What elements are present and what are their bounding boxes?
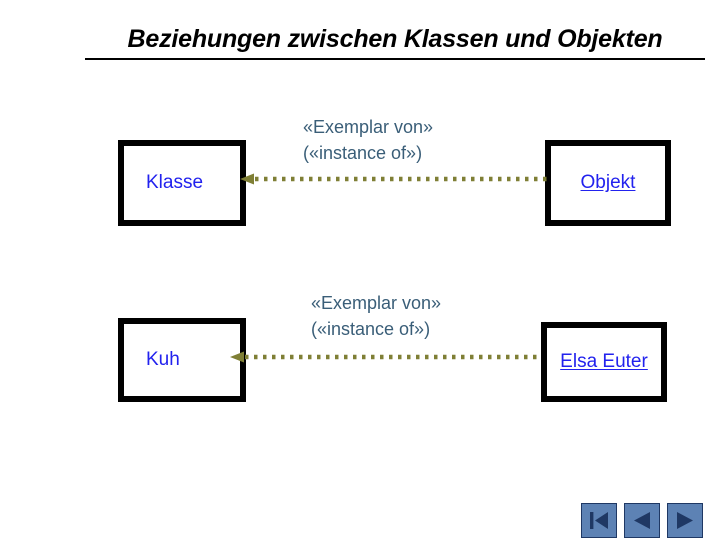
relation-label-bottom: «Exemplar von» («instance of») [311, 290, 441, 342]
relation-label-top-line2: («instance of») [303, 143, 423, 163]
slide-navigation [581, 503, 703, 539]
relation-label-top: «Exemplar von» («instance of») [303, 114, 433, 166]
instance-of-connector-top [240, 172, 552, 186]
class-node-label: Klasse [146, 172, 204, 193]
object-node-elsa-euter[interactable]: Elsa Euter [541, 322, 667, 402]
skip-back-icon [590, 512, 608, 529]
next-slide-button[interactable] [667, 503, 703, 538]
relation-label-bottom-line1: «Exemplar von» [311, 293, 442, 313]
triangle-left-icon [634, 512, 650, 529]
page-title: Beziehungen zwischen Klassen und Objekte… [127, 25, 663, 53]
class-node-label: Kuh [146, 349, 180, 370]
class-node-klasse[interactable]: Klasse [118, 140, 246, 226]
arrowhead-left-icon [230, 351, 244, 363]
first-slide-button[interactable] [581, 503, 617, 538]
arrowhead-left-icon [240, 173, 254, 185]
relation-label-bottom-line2: («instance of») [311, 319, 431, 339]
triangle-right-icon [677, 512, 693, 529]
title-divider [85, 58, 705, 60]
object-node-label: Elsa Euter [560, 351, 648, 372]
relation-label-top-line1: «Exemplar von» [303, 117, 434, 137]
class-node-kuh[interactable]: Kuh [118, 318, 246, 402]
instance-of-connector-bottom [230, 350, 542, 364]
previous-slide-button[interactable] [624, 503, 660, 538]
object-node-objekt[interactable]: Objekt [545, 140, 671, 226]
object-node-label: Objekt [580, 172, 636, 193]
